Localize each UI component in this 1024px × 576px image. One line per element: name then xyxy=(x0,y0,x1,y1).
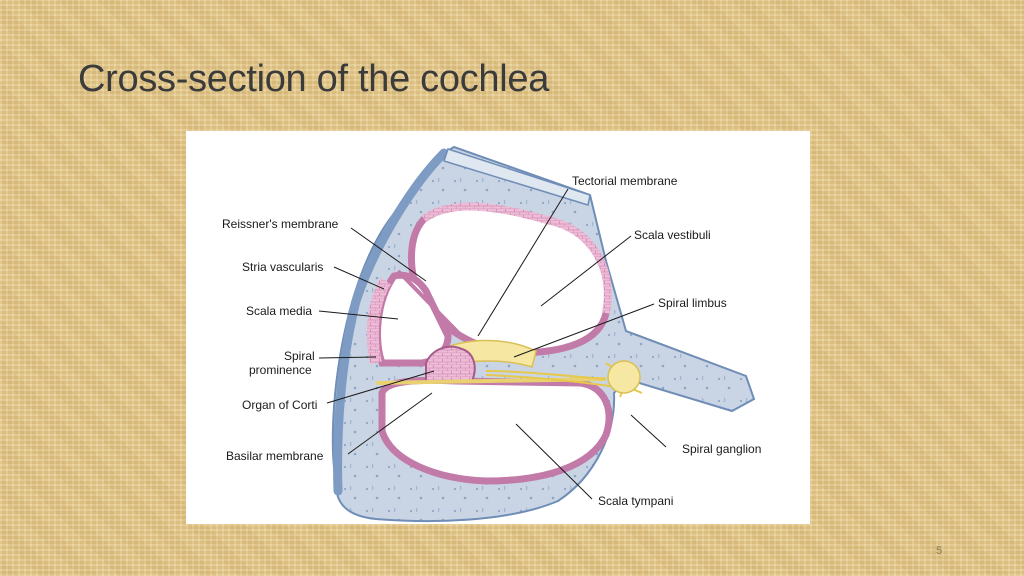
label-reissners-membrane: Reissner's membrane xyxy=(222,217,339,231)
label-scala-vestibuli: Scala vestibuli xyxy=(634,228,711,242)
ganglion-cluster xyxy=(607,360,641,394)
outer-wall xyxy=(333,148,449,496)
label-spiral-prominence-line1: Spiral xyxy=(284,349,315,363)
label-spiral-prominence-line2: prominence xyxy=(249,363,312,377)
top-bony-strip xyxy=(443,148,591,206)
organ-of-corti-shape xyxy=(425,345,476,382)
page-number: 5 xyxy=(936,545,943,557)
basilar-membrane-shape xyxy=(375,377,607,385)
label-spiral-ganglion: Spiral ganglion xyxy=(682,442,761,456)
leader-lines xyxy=(318,188,667,500)
label-spiral-limbus: Spiral limbus xyxy=(658,296,727,310)
label-basilar-membrane: Basilar membrane xyxy=(226,449,324,463)
label-tectorial-membrane: Tectorial membrane xyxy=(572,174,678,188)
cochlea-diagram: Tectorial membrane Scala vestibuli Reiss… xyxy=(186,131,810,524)
cochlea-illustration: Tectorial membrane Scala vestibuli Reiss… xyxy=(222,145,761,523)
label-scala-tympani: Scala tympani xyxy=(598,494,673,508)
label-organ-of-corti: Organ of Corti xyxy=(242,398,317,412)
label-scala-media: Scala media xyxy=(246,304,312,318)
scala-tympani-chamber xyxy=(378,376,613,485)
slide-title: Cross-section of the cochlea xyxy=(78,58,550,100)
label-stria-vascularis: Stria vascularis xyxy=(242,260,323,274)
